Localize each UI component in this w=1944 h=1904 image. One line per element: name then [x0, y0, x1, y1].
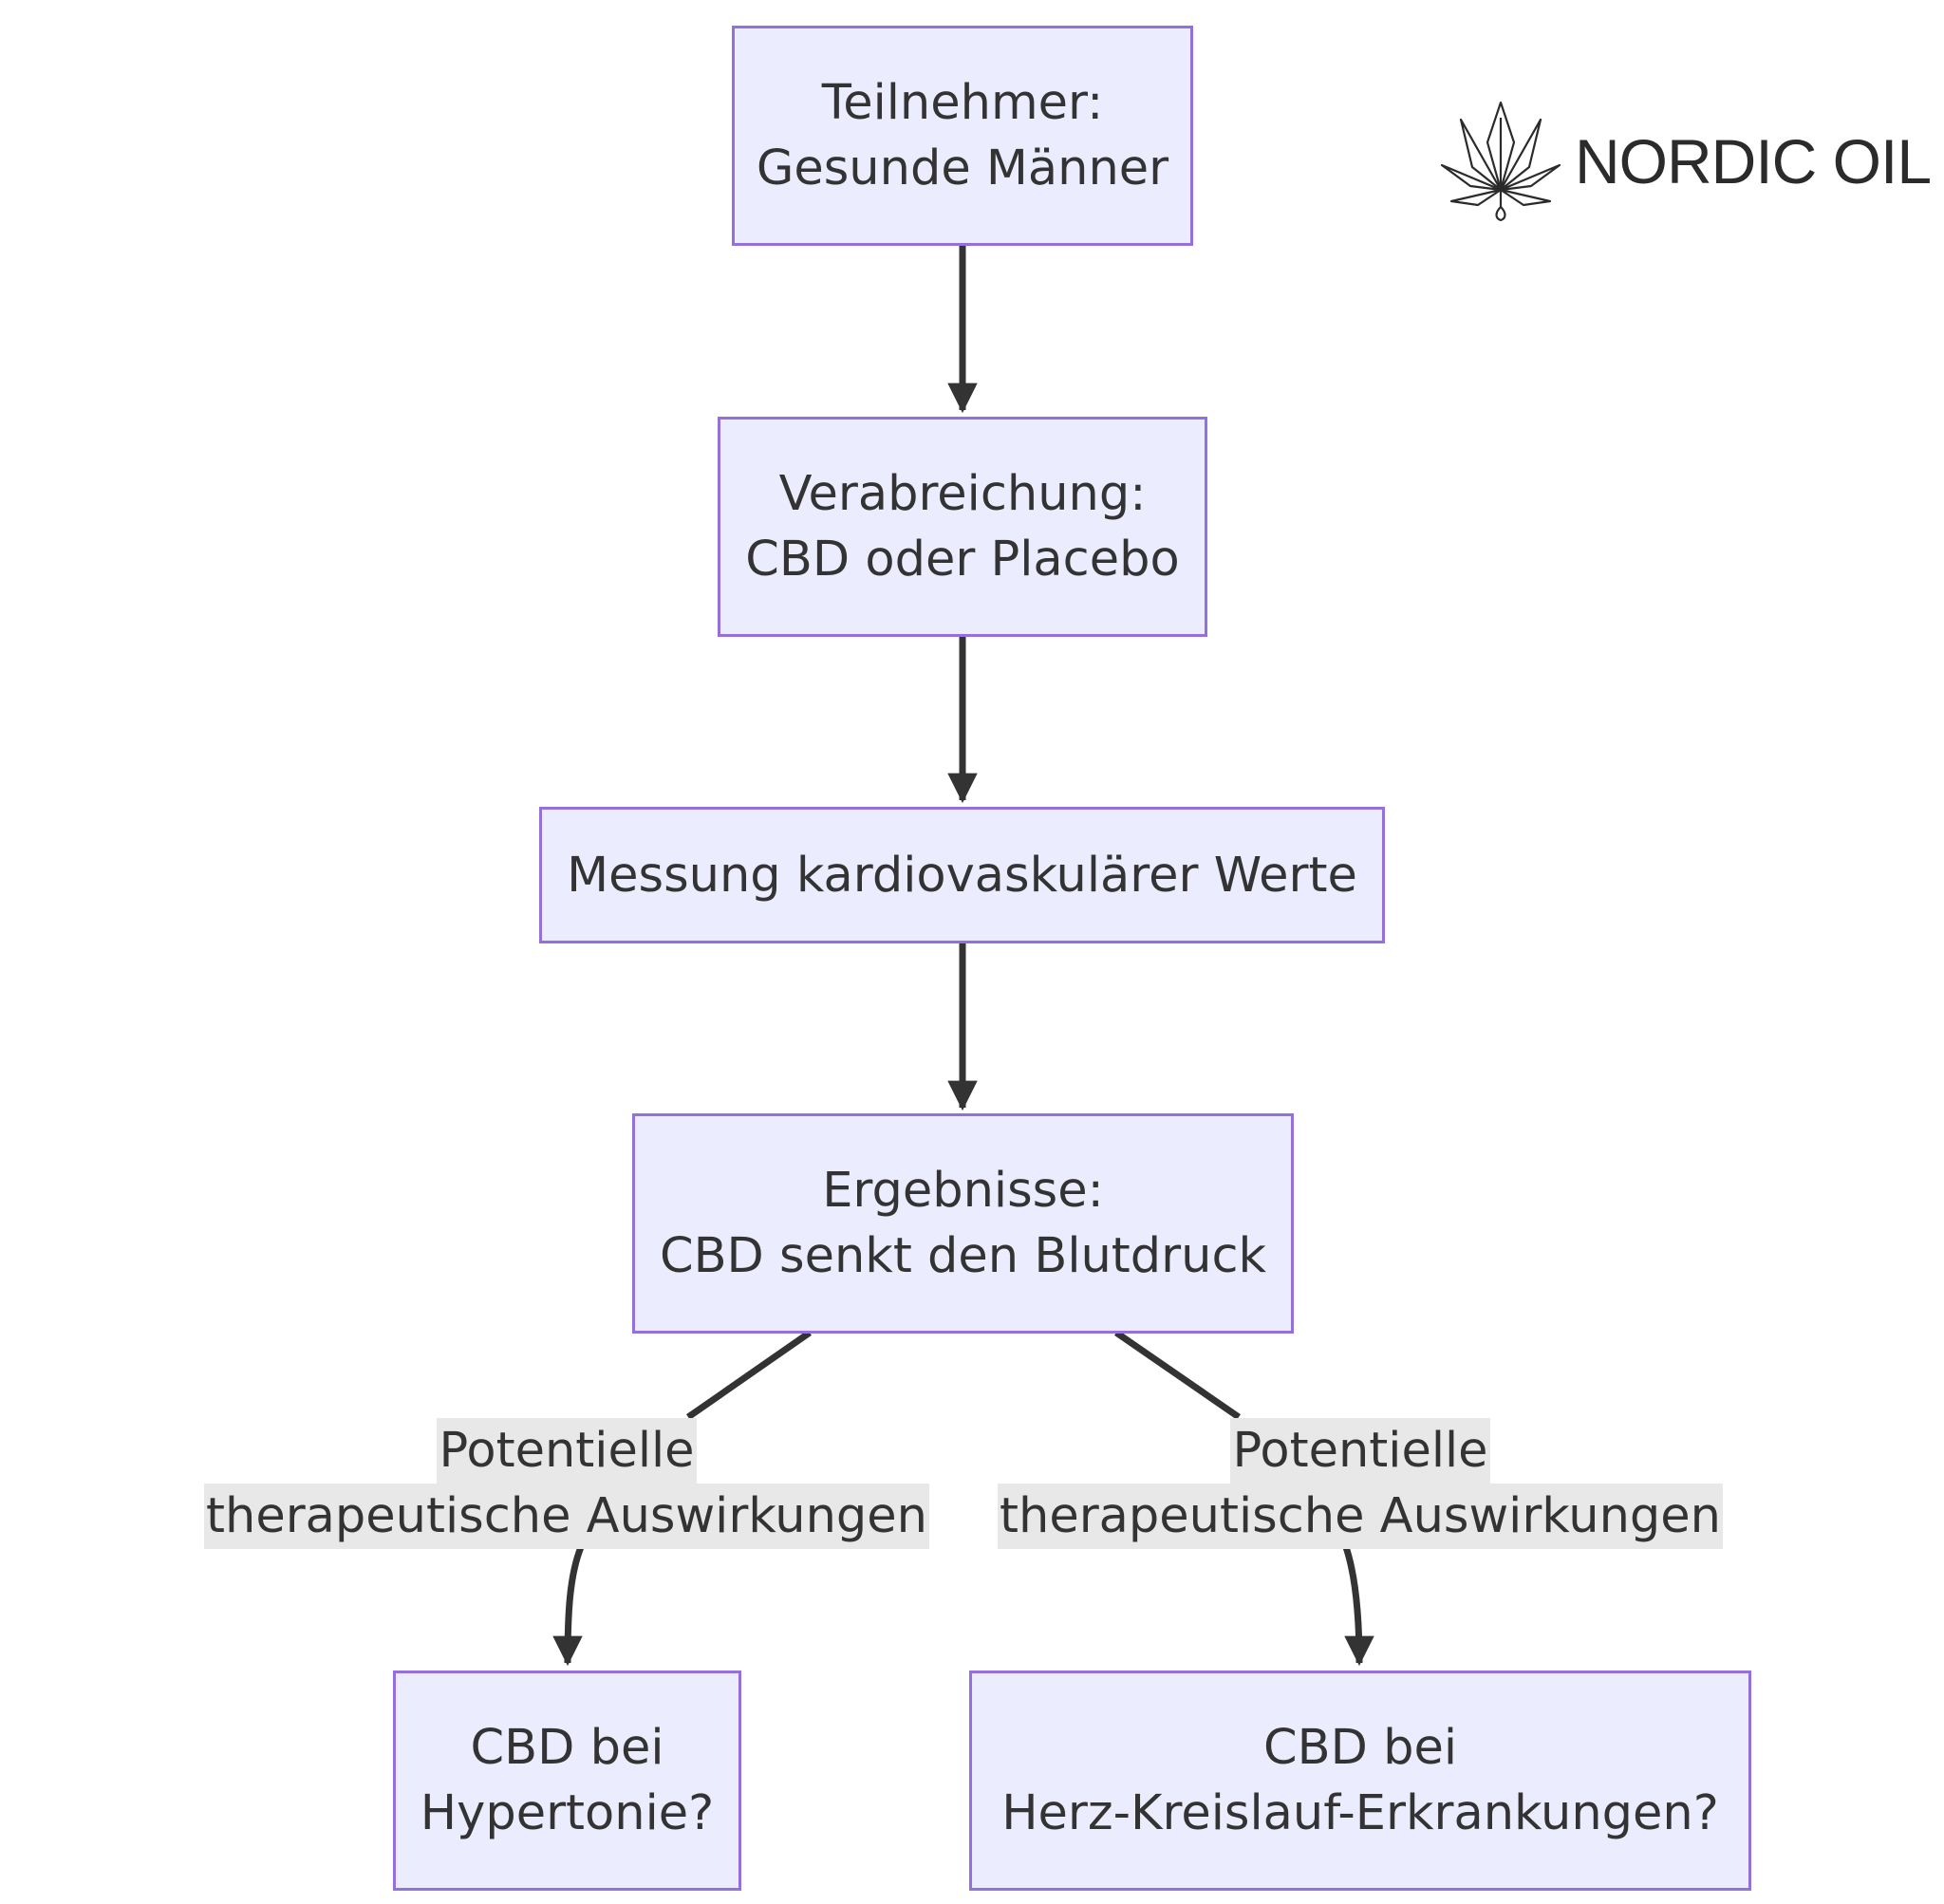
- node-cardiovascular-line2: Herz-Kreislauf-Erkrankungen?: [1001, 1785, 1719, 1841]
- cannabis-leaf-icon: [1440, 101, 1561, 222]
- node-administration: Verabreichung: CBD oder Placebo: [718, 417, 1207, 637]
- node-hypertension-line2: Hypertonie?: [420, 1785, 715, 1841]
- edge-label-right-line2: therapeutische Auswirkungen: [998, 1484, 1723, 1549]
- node-administration-line1: Verabreichung:: [778, 466, 1147, 522]
- edge-label-left: Potentielle therapeutische Auswirkungen: [204, 1418, 929, 1549]
- node-participants: Teilnehmer: Gesunde Männer: [732, 26, 1193, 246]
- node-measurement-line1: Messung kardiovaskulärer Werte: [567, 847, 1357, 904]
- nordic-oil-logo: NORDIC OIL: [1438, 99, 1941, 224]
- edge-label-left-line1: Potentielle: [437, 1418, 697, 1484]
- edge-label-left-line2: therapeutische Auswirkungen: [204, 1484, 929, 1549]
- edge-label-right: Potentielle therapeutische Auswirkungen: [998, 1418, 1723, 1549]
- node-measurement: Messung kardiovaskulärer Werte: [539, 807, 1385, 943]
- node-participants-line1: Teilnehmer:: [821, 75, 1104, 131]
- edge-results-hypertension: [568, 1330, 812, 1663]
- node-participants-line2: Gesunde Männer: [756, 140, 1169, 196]
- edge-label-right-line1: Potentielle: [1230, 1418, 1490, 1484]
- node-administration-line2: CBD oder Placebo: [745, 532, 1180, 588]
- node-hypertension: CBD bei Hypertonie?: [393, 1671, 741, 1891]
- edge-results-cardiovascular: [1114, 1330, 1359, 1663]
- node-results-line2: CBD senkt den Blutdruck: [659, 1228, 1267, 1284]
- logo-text: NORDIC OIL: [1575, 126, 1932, 196]
- node-cardiovascular: CBD bei Herz-Kreislauf-Erkrankungen?: [969, 1671, 1751, 1891]
- node-cardiovascular-line1: CBD bei: [1263, 1720, 1457, 1776]
- node-results-line1: Ergebnisse:: [822, 1163, 1104, 1219]
- node-results: Ergebnisse: CBD senkt den Blutdruck: [632, 1113, 1294, 1334]
- node-hypertension-line1: CBD bei: [470, 1720, 664, 1776]
